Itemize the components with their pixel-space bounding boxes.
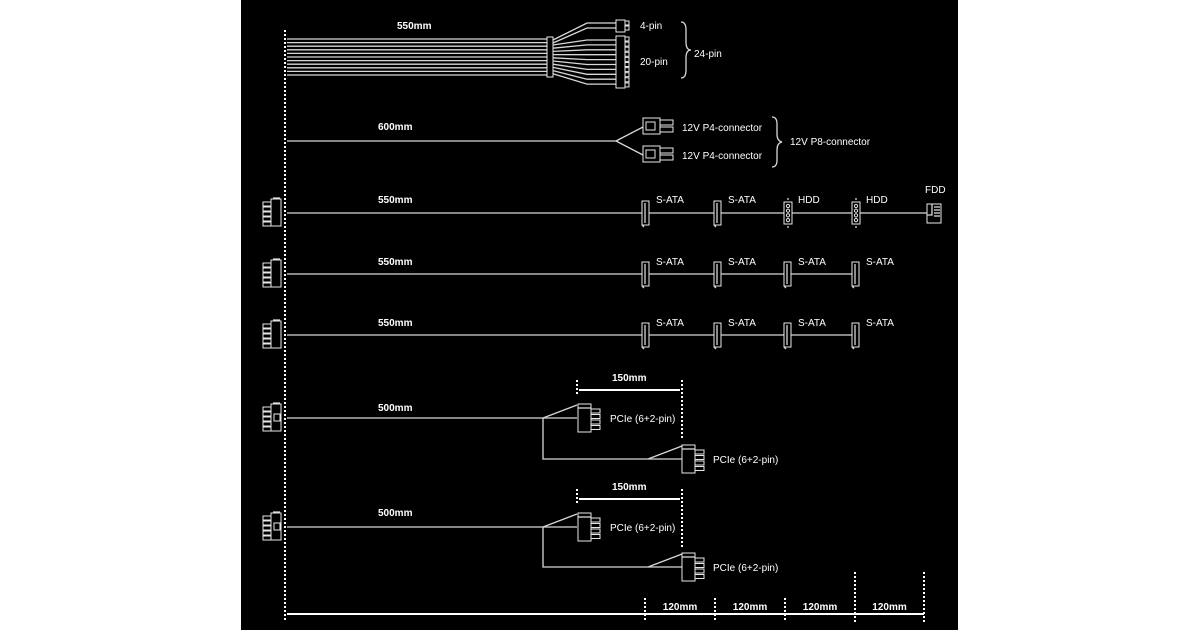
atx-20pin-label: 20-pin <box>640 57 668 68</box>
pin <box>624 82 630 88</box>
atx-wire-bundle <box>287 38 547 76</box>
pcie-connector-icon <box>577 403 601 433</box>
psu-modular-plug <box>262 197 282 227</box>
atx-wire-fanout <box>552 22 616 85</box>
hdd-label: HDD <box>798 195 820 206</box>
atx-fan-wire <box>552 39 616 46</box>
sata-connector-icon <box>783 322 792 350</box>
ruler-segment-label: 120mm <box>872 602 907 613</box>
cable-eps: 600mm 12V P4-connector 12V P4-connector … <box>287 116 871 168</box>
molex-connector-icon <box>783 198 793 228</box>
eps-p4-label-2: 12V P4-connector <box>682 151 763 162</box>
connector-p4-top <box>642 117 674 135</box>
sata-label: S-ATA <box>798 318 826 329</box>
pin <box>624 72 630 78</box>
atx-fan-wire <box>552 73 616 85</box>
cable-length-label: 550mm <box>378 195 413 206</box>
sata-connector-icon <box>851 261 860 289</box>
pin <box>624 51 630 57</box>
cable-length-label: 500mm <box>378 508 413 519</box>
sata-connector-icon <box>641 200 650 228</box>
sata-connector-icon <box>641 322 650 350</box>
atx-fan-wire <box>552 57 616 61</box>
sata-connector-icon <box>713 322 722 350</box>
atx-fan-wire <box>552 49 616 53</box>
pcie-connector-icon <box>681 552 705 582</box>
pcie-connector-icon <box>577 512 601 542</box>
eps-group-label: 12V P8-connector <box>790 137 871 148</box>
cable-length-label: 550mm <box>378 318 413 329</box>
sata-connector-icon <box>851 322 860 350</box>
cable-atx: 550mm 4-pin 20-pin 24-pin <box>287 19 722 89</box>
sata-label: S-ATA <box>866 318 894 329</box>
atx-fan-wire <box>552 69 616 80</box>
pcie-label: PCIe (6+2-pin) <box>713 563 778 574</box>
sata-connector-icon <box>713 261 722 289</box>
branch-length-label: 150mm <box>612 373 647 384</box>
atx-sleeve-clamp <box>546 36 554 78</box>
pin <box>624 62 630 67</box>
pcie-label: PCIe (6+2-pin) <box>713 455 778 466</box>
eps-length-label: 600mm <box>378 122 413 133</box>
cable-peripheral-1: 550mm S-ATA S-ATA HDD HDD FDD <box>262 185 946 228</box>
sata-connector-icon <box>713 200 722 228</box>
ruler-segment-label: 120mm <box>803 602 838 613</box>
pcie-connector-icon <box>681 444 705 474</box>
sata-label: S-ATA <box>656 318 684 329</box>
pin <box>624 77 630 83</box>
eps-p4-label-1: 12V P4-connector <box>682 123 763 134</box>
atx-group-brace <box>680 21 692 79</box>
pcie-label: PCIe (6+2-pin) <box>610 414 675 425</box>
psu-modular-plug <box>262 402 282 432</box>
sata-label: S-ATA <box>866 257 894 268</box>
cable-length-label: 500mm <box>378 403 413 414</box>
cable-length-label: 550mm <box>378 257 413 268</box>
pin <box>624 56 630 62</box>
sata-label: S-ATA <box>728 257 756 268</box>
connector-20pin <box>615 35 630 89</box>
length-ruler: 120mm 120mm 120mm 120mm <box>287 572 925 622</box>
connector-p4-bottom <box>642 145 674 163</box>
eps-group-brace <box>771 116 783 168</box>
atx-fan-wire <box>552 60 616 66</box>
pin <box>624 41 630 47</box>
sata-label: S-ATA <box>728 195 756 206</box>
cable-sata-2: 550mm S-ATA S-ATA S-ATA S-ATA <box>262 257 894 289</box>
atx-fan-wire <box>552 63 616 71</box>
atx-length-label: 550mm <box>397 21 432 32</box>
pin <box>624 46 630 52</box>
fdd-connector-icon <box>926 203 942 224</box>
psu-modular-plug <box>262 511 282 541</box>
pin <box>624 67 630 73</box>
sata-connector-icon <box>641 261 650 289</box>
cable-sata-3: 550mm S-ATA S-ATA S-ATA S-ATA <box>262 318 894 350</box>
sata-label: S-ATA <box>656 257 684 268</box>
branch-length-label: 150mm <box>612 482 647 493</box>
atx-group-label: 24-pin <box>694 49 722 60</box>
pcie-label: PCIe (6+2-pin) <box>610 523 675 534</box>
atx-fan-wire <box>552 27 616 44</box>
ruler-segment-label: 120mm <box>663 602 698 613</box>
psu-modular-plug <box>262 258 282 288</box>
sata-connector-icon <box>783 261 792 289</box>
atx-fan-wire <box>552 66 616 75</box>
atx-fan-wire <box>552 22 616 41</box>
psu-modular-plug <box>262 319 282 349</box>
connector-4pin <box>615 19 630 33</box>
sata-label: S-ATA <box>798 257 826 268</box>
fdd-label: FDD <box>925 185 946 196</box>
atx-4pin-label: 4-pin <box>640 21 662 32</box>
ruler-segment-label: 120mm <box>733 602 768 613</box>
molex-connector-icon <box>851 198 861 228</box>
atx-fan-wire <box>552 44 616 49</box>
sata-label: S-ATA <box>656 195 684 206</box>
hdd-label: HDD <box>866 195 888 206</box>
pin <box>624 36 630 42</box>
sata-label: S-ATA <box>728 318 756 329</box>
